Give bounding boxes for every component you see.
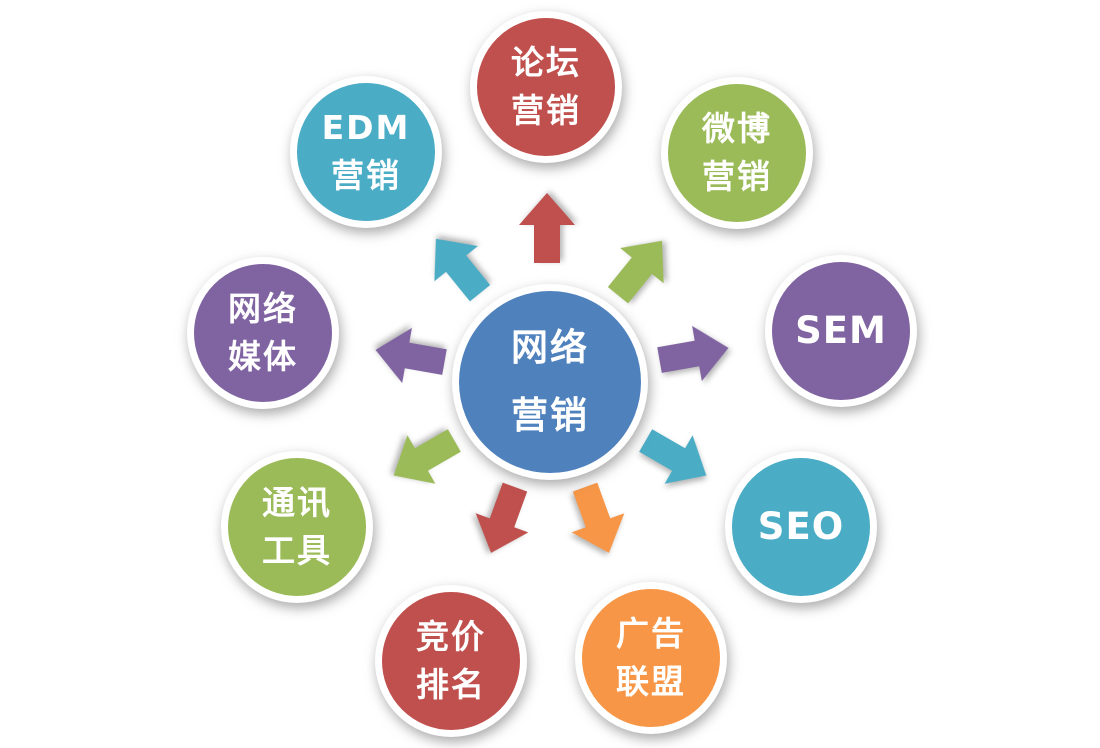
node-network-marketing-center: 网络 营销	[452, 284, 648, 480]
node-network-media: 网络 媒体	[187, 257, 339, 409]
node-label: 微博 营销	[702, 109, 772, 196]
arrow-up-icon	[519, 193, 575, 263]
node-label: 竞价 排名	[416, 617, 486, 704]
arrow-down-left-low-icon	[475, 482, 529, 553]
arrow-down-right-low-icon	[571, 482, 625, 553]
arrow-left-icon	[375, 327, 447, 384]
node-label: 广告 联盟	[616, 614, 686, 701]
node-forum-marketing: 论坛 营销	[470, 11, 622, 163]
node-label: EDM 营销	[321, 108, 411, 195]
node-ad-alliance: 广告 联盟	[575, 582, 727, 734]
arrow-down-right-icon	[639, 429, 707, 484]
arrow-down-left-icon	[393, 429, 461, 484]
arrow-up-left-icon	[434, 238, 491, 302]
node-sem: SEM	[765, 255, 917, 407]
arrow-up-right-icon	[607, 240, 664, 304]
node-weibo-marketing: 微博 营销	[661, 77, 813, 229]
node-bidding-ranking: 竞价 排名	[375, 585, 527, 737]
node-communication-tools: 通讯 工具	[221, 451, 373, 603]
arrow-right-icon	[657, 325, 729, 382]
node-seo: SEO	[725, 451, 877, 603]
node-label: SEM	[795, 309, 887, 353]
node-label: SEO	[757, 505, 845, 549]
node-label: 通讯 工具	[262, 483, 332, 570]
node-label: 网络 媒体	[228, 289, 298, 376]
node-edm-marketing: EDM 营销	[290, 76, 442, 228]
center-node-label: 网络 营销	[511, 325, 589, 437]
node-label: 论坛 营销	[511, 43, 581, 130]
